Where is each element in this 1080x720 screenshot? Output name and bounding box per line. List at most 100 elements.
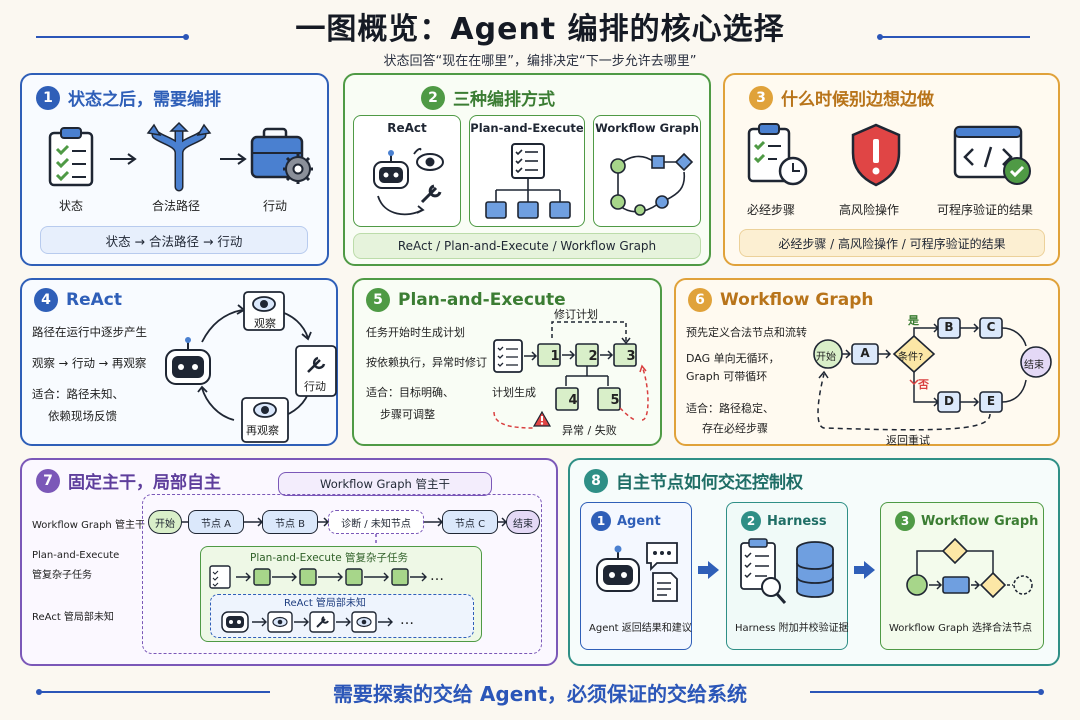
desc-line: ReAct 管局部未知 (32, 612, 114, 623)
desc-line: 适合：路径未知、 (32, 387, 124, 401)
footer-deco-dot-right (1038, 689, 1044, 695)
panel-title: 自主节点如何交还控制权 (616, 473, 803, 493)
panel-three-modes: 2 三种编排方式 ReAct Plan-and-Execute (343, 73, 711, 266)
react-robot-cycle-icon (373, 147, 444, 216)
workflow-select-graph-icon (906, 537, 1033, 599)
panel-number: 4 (34, 288, 58, 312)
workflow-graph-icon (610, 152, 694, 216)
card-harness: 2 Harness Harness 附加并校验证据 (726, 502, 849, 650)
header-deco-dot-left (183, 34, 189, 40)
panel-number: 7 (36, 468, 60, 493)
panel-title: 状态之后，需要编排 (68, 90, 221, 110)
arrow-right-icon (110, 153, 137, 165)
main-node-end: 结束 (506, 510, 540, 534)
desc-line: Workflow Graph 管主干 (32, 520, 145, 531)
react-tag: ReAct 管局部未知 (284, 598, 366, 609)
node-c: C (986, 320, 996, 334)
page-subtitle: 状态回答“现在在哪里”，编排决定“下一步允许去哪里” (383, 54, 697, 69)
workflow-graph-diagram (813, 317, 1052, 431)
plan-execute-diagram (493, 321, 649, 429)
label-required-steps: 必经步骤 (747, 203, 796, 217)
panel-number: 1 (36, 85, 60, 110)
toolbox-gear-icon (250, 127, 313, 184)
node-b: B (944, 320, 954, 334)
card-agent: 1 Agent Agent 返回结果和建议 (580, 502, 692, 650)
arrow-right-icon (220, 153, 247, 165)
header-deco-dot-right (877, 34, 883, 40)
desc-line: 预先定义合法节点和流转 (686, 326, 807, 339)
page-title: 一图概览：Agent 编排的核心选择 (295, 12, 785, 47)
card-title: Workflow Graph (595, 121, 699, 135)
desc-line: 路径在运行中逐步产生 (32, 325, 147, 339)
desc-line: 依赖现场反馈 (48, 409, 117, 423)
card-react: ReAct (353, 115, 461, 227)
panel-title: ReAct (66, 290, 122, 310)
panel-number: 3 (749, 85, 773, 110)
footer-deco-left (40, 691, 270, 693)
pe-subtask-row (209, 565, 427, 589)
panel-fixed-backbone: 7 固定主干，局部自主 Workflow Graph 管主干 Plan-and-… (20, 458, 558, 666)
wg-tag: Workflow Graph 管主干 (278, 472, 492, 496)
card-name: Harness (767, 513, 827, 529)
clipboard-check-icon (48, 127, 94, 187)
main-node-c: 节点 C (442, 510, 498, 534)
summary-bar: 必经步骤 / 高风险操作 / 可程序验证的结果 (739, 229, 1045, 257)
desc-line: 按依赖执行，异常时修订 (366, 356, 487, 369)
harness-checklist-database-icon (740, 538, 834, 604)
pe-tag: Plan-and-Execute 管复杂子任务 (250, 552, 408, 564)
step-2: 2 (588, 349, 598, 364)
panel-number: 5 (366, 288, 390, 312)
step-5: 5 (610, 393, 620, 408)
label-legal-path: 合法路径 (152, 199, 201, 213)
panel-react: 4 ReAct 路径在运行中逐步产生 观察 → 行动 → 再观察 适合：路径未知… (20, 278, 338, 446)
card-workflow-graph: Workflow Graph (593, 115, 701, 227)
card-name: Workflow Graph (921, 513, 1039, 529)
panel-workflow-graph: 6 Workflow Graph 预先定义合法节点和流转 DAG 单向无循环， … (674, 278, 1060, 447)
footer-deco-right (810, 691, 1040, 693)
revise-plan-label: 修订计划 (554, 308, 598, 321)
panel-title: 三种编排方式 (453, 90, 555, 110)
label-high-risk: 高风险操作 (839, 203, 900, 217)
card-caption: Harness 附加并校验证据 (735, 623, 849, 634)
label-action: 行动 (263, 199, 288, 213)
arrow-right-icon (698, 561, 719, 579)
card-number: 3 (895, 511, 915, 531)
summary-bar: 状态 → 合法路径 → 行动 (40, 226, 308, 254)
card-caption: Agent 返回结果和建议 (589, 623, 692, 634)
react-loop-row (221, 611, 393, 633)
step-4: 4 (568, 393, 578, 408)
retry-label: 返回重试 (886, 434, 930, 447)
label-state: 状态 (59, 199, 84, 213)
panel-state-to-orchestration: 1 状态之后，需要编排 状态 合法路径 行动 状态 → 合法路径 → 行动 (20, 73, 329, 266)
fork-arrows-icon (146, 121, 212, 192)
step-1: 1 (550, 349, 560, 364)
main-flow-arrows (182, 517, 508, 544)
panel-number: 8 (584, 468, 608, 493)
plan-tree-icon (485, 143, 571, 219)
agent-robot-icon (596, 542, 678, 602)
cycle-observe: 观察 (254, 317, 276, 330)
main-node-b: 节点 B (262, 510, 318, 534)
desc-line: 任务开始时生成计划 (366, 326, 465, 339)
footer-deco-dot-left (36, 689, 42, 695)
cycle-act: 行动 (304, 380, 326, 393)
cycle-reobserve: 再观察 (246, 424, 279, 437)
card-number: 2 (741, 511, 761, 531)
card-title: ReAct (387, 121, 427, 135)
panel-title: 什么时候别边想边做 (781, 90, 934, 110)
desc-line: Graph 可带循环 (686, 370, 768, 383)
main-node-unknown: 诊断 / 未知节点 (328, 510, 424, 534)
react-cycle-diagram (165, 291, 337, 443)
desc-line: DAG 单向无循环， (686, 352, 780, 365)
panel-title: Workflow Graph (720, 290, 874, 310)
fail-label: 异常 / 失败 (562, 424, 617, 437)
pe-ellipsis: … (430, 568, 444, 584)
desc-line: 步骤可调整 (380, 408, 435, 421)
desc-line: 观察 → 行动 → 再观察 (32, 356, 147, 370)
node-a: A (860, 346, 870, 360)
plan-gen-label: 计划生成 (492, 386, 536, 399)
card-plan-execute: Plan-and-Execute (469, 115, 585, 227)
desc-line: 适合：路径稳定、 (686, 402, 774, 415)
desc-line: 存在必经步骤 (702, 422, 768, 435)
node-d: D (944, 394, 954, 408)
